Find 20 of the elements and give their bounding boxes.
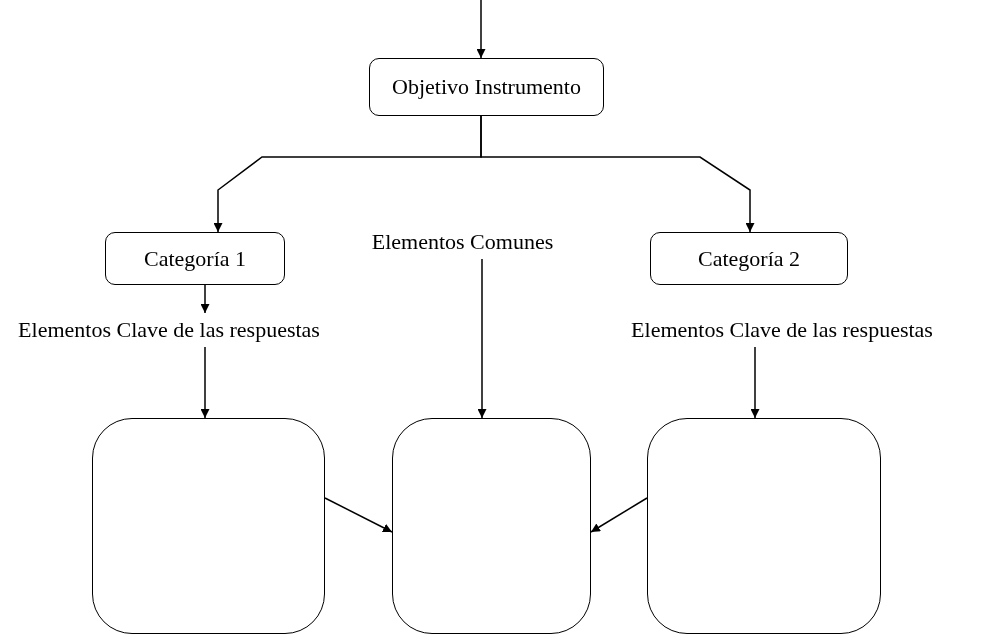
rounded-box <box>650 232 848 285</box>
arrow <box>324 497 393 533</box>
arrow <box>476 0 486 59</box>
empty-rounded-box <box>647 418 881 634</box>
arrow <box>200 284 210 314</box>
empty-rounded-box <box>392 418 591 634</box>
box-label: Categoría 1 <box>144 245 246 272</box>
box-label: Categoría 2 <box>698 245 800 272</box>
empty-rounded-box <box>92 418 325 634</box>
arrow <box>480 115 755 233</box>
text-label: Elementos Clave de las respuestas <box>560 313 1004 347</box>
arrow <box>750 346 760 419</box>
box-label: Objetivo Instrumento <box>392 74 581 100</box>
arrow <box>200 346 210 419</box>
text-label: Elementos Clave de las respuestas <box>2 313 336 347</box>
rounded-box <box>369 58 604 116</box>
arrow <box>477 258 487 419</box>
arrow <box>590 497 648 533</box>
rounded-box <box>105 232 285 285</box>
text-label: Elementos Comunes <box>335 225 590 259</box>
